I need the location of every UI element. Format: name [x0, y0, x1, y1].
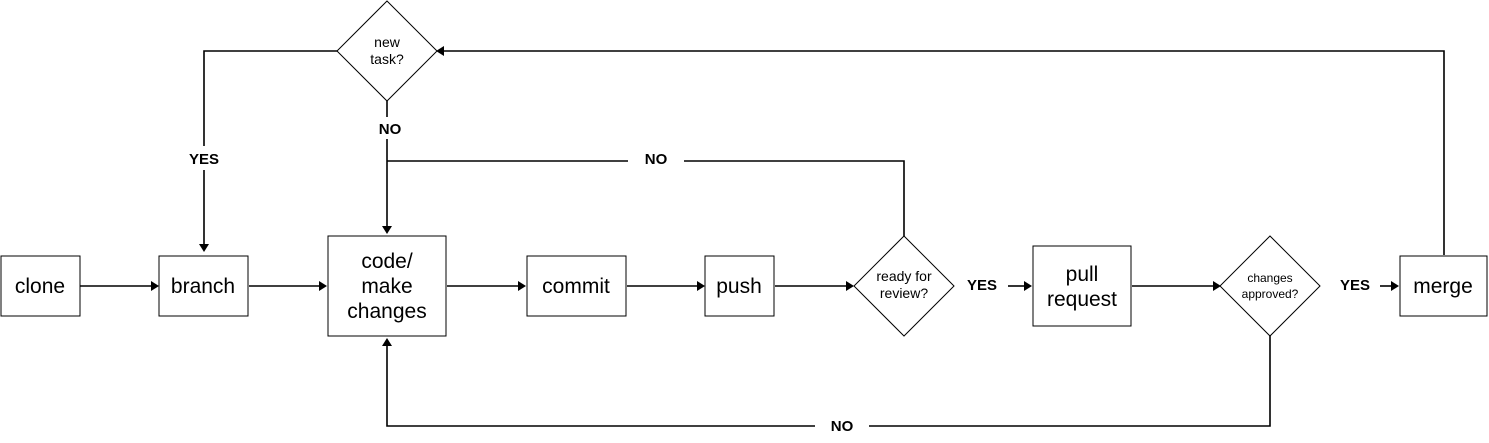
edge-ready-yes-to-pull [1008, 281, 1032, 291]
node-code-label-line1: code/ [361, 250, 413, 273]
edge-approved-no-to-code [382, 335, 1271, 427]
node-commit: commit [526, 255, 627, 317]
decision-ready-line1: ready for [876, 268, 932, 284]
node-commit-label: commit [542, 275, 610, 298]
edge-label-approved-yes: YES [1340, 277, 1370, 294]
decision-ready-for-review: ready for review? [853, 235, 955, 337]
node-pull-label-line1: pull [1066, 263, 1099, 286]
decision-changes-approved: changes approved? [1219, 235, 1321, 337]
edge-label-new-task-no: NO [379, 121, 402, 138]
edge-commit-to-push [627, 281, 705, 291]
edge-label-approved-no: NO [831, 418, 854, 435]
node-merge-label: merge [1413, 275, 1473, 298]
edge-label-new-task-yes: YES [189, 151, 219, 168]
decision-new-task: new task? [336, 0, 438, 102]
node-push: push [704, 255, 775, 317]
edge-label-ready-no: NO [645, 151, 668, 168]
node-push-label: push [716, 275, 762, 298]
node-branch: branch [158, 255, 249, 317]
node-pull-request: pull request [1032, 245, 1132, 327]
edge-code-to-commit [447, 281, 526, 291]
node-pull-label-line2: request [1047, 288, 1117, 311]
decision-approved-line2: approved? [1242, 287, 1299, 301]
edge-pull-to-approved [1132, 281, 1221, 291]
edge-clone-to-branch [80, 281, 159, 291]
node-merge: merge [1399, 255, 1488, 317]
node-code-label-line2: make [361, 275, 412, 298]
node-branch-label: branch [171, 275, 235, 298]
node-code-make-changes: code/ make changes [327, 235, 447, 337]
edge-approved-yes-to-merge [1380, 281, 1399, 291]
edge-new-task-yes-to-branch [199, 50, 338, 252]
node-clone: clone [0, 255, 81, 317]
edge-branch-to-code [249, 281, 327, 291]
edge-merge-to-new-task [436, 46, 1445, 255]
decision-new-task-line1: new [374, 34, 401, 50]
decision-ready-line2: review? [880, 285, 928, 301]
node-clone-label: clone [15, 275, 65, 298]
edge-label-ready-yes: YES [967, 277, 997, 294]
edge-push-to-ready [775, 281, 854, 291]
node-code-label-line3: changes [347, 300, 426, 323]
decision-approved-line1: changes [1247, 271, 1292, 285]
decision-new-task-line2: task? [370, 51, 404, 67]
edge-ready-no-to-code [387, 160, 905, 236]
